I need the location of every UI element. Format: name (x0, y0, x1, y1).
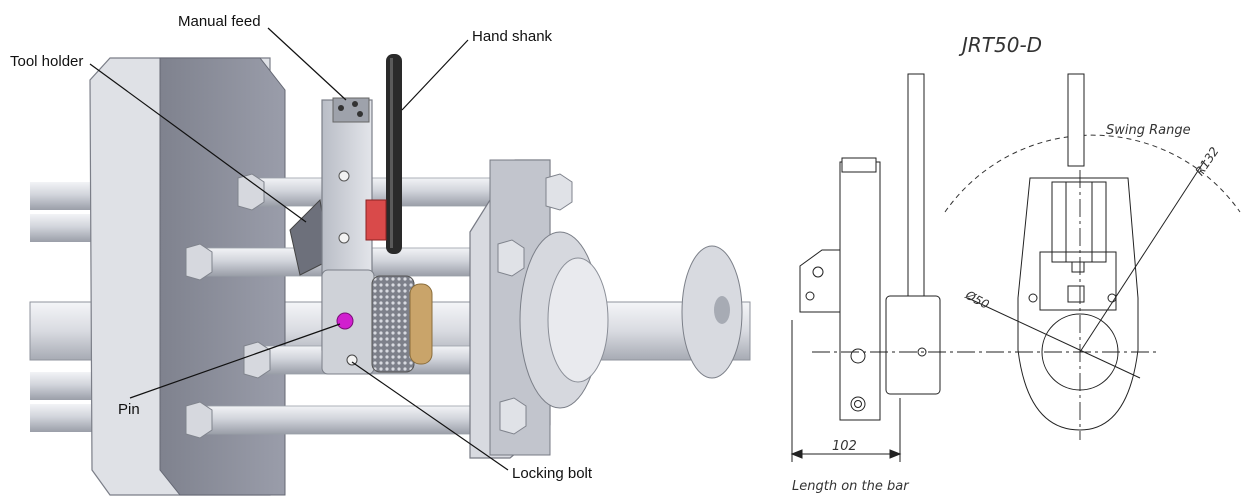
side-view-handle (907, 73, 925, 299)
technical-drawing (790, 73, 1241, 462)
dimension-arrow (790, 449, 803, 459)
feed-screw (357, 111, 363, 117)
leader-hand-shank (401, 39, 469, 111)
side-view-hole (812, 266, 824, 278)
swing-range-arc (944, 134, 1241, 213)
red-stop (365, 199, 387, 241)
label-hand-shank: Hand shank (472, 28, 553, 45)
feed-screw (352, 101, 358, 107)
callout-leaders (89, 27, 509, 471)
diameter-leader (967, 297, 1141, 379)
side-view-post (839, 161, 881, 421)
knurled-collar (371, 275, 415, 373)
label-pin: Pin (118, 401, 140, 418)
assembly-render (29, 54, 751, 496)
radius-label: R132 (1193, 144, 1222, 178)
radius-leader (1079, 159, 1206, 353)
side-view-housing (885, 295, 941, 395)
side-view-bolt (917, 347, 927, 357)
hex-nut (545, 173, 573, 211)
hand-shank-highlight (390, 58, 393, 248)
side-view-hole (850, 396, 866, 412)
mounting-plate-face (159, 57, 286, 496)
front-view-square (1071, 261, 1085, 273)
hand-shank (386, 54, 402, 254)
feed-screw (338, 105, 344, 111)
front-view-handle (1067, 73, 1085, 167)
shaft-collar-hole (714, 296, 730, 324)
front-view-hole (1028, 293, 1038, 303)
footer-note: Length on the bar (792, 479, 910, 494)
front-view-square (1067, 285, 1085, 303)
side-view-hole (850, 348, 866, 364)
leader-locking-bolt (351, 361, 509, 471)
dimension-arrow (889, 449, 902, 459)
drawing-model: JRT50-D (958, 33, 1042, 57)
screw (338, 232, 350, 244)
label-locking-bolt: Locking bolt (512, 465, 593, 482)
bearing-housing-inner (547, 257, 609, 383)
side-view-hole (805, 291, 815, 301)
feed-block-top (332, 97, 370, 123)
side-view-top (841, 157, 877, 173)
label-manual-feed: Manual feed (178, 13, 261, 30)
leader-tool-holder (89, 63, 307, 223)
side-view-bracket (799, 249, 841, 313)
shaft-collar (681, 245, 743, 379)
front-view-block (1039, 251, 1117, 311)
hex-nut (185, 401, 213, 439)
pin-marker (336, 312, 354, 330)
screw (338, 170, 350, 182)
dimension-value: 102 (832, 439, 857, 454)
label-tool-holder: Tool holder (10, 53, 83, 70)
leader-pin (129, 323, 341, 399)
brass-collar (409, 283, 433, 365)
locking-bolt (346, 354, 358, 366)
hex-nut (243, 341, 271, 379)
leader-manual-feed (267, 27, 347, 101)
hex-nut (185, 243, 213, 281)
hex-nut (497, 239, 525, 277)
guide-rod (199, 405, 511, 435)
front-view-body (1017, 177, 1139, 431)
swing-range-label: Swing Range (1106, 123, 1191, 138)
diameter-label: Ø50 (962, 287, 992, 312)
hex-nut (499, 397, 527, 435)
side-view-hole (854, 400, 862, 408)
hex-nut (237, 173, 265, 211)
